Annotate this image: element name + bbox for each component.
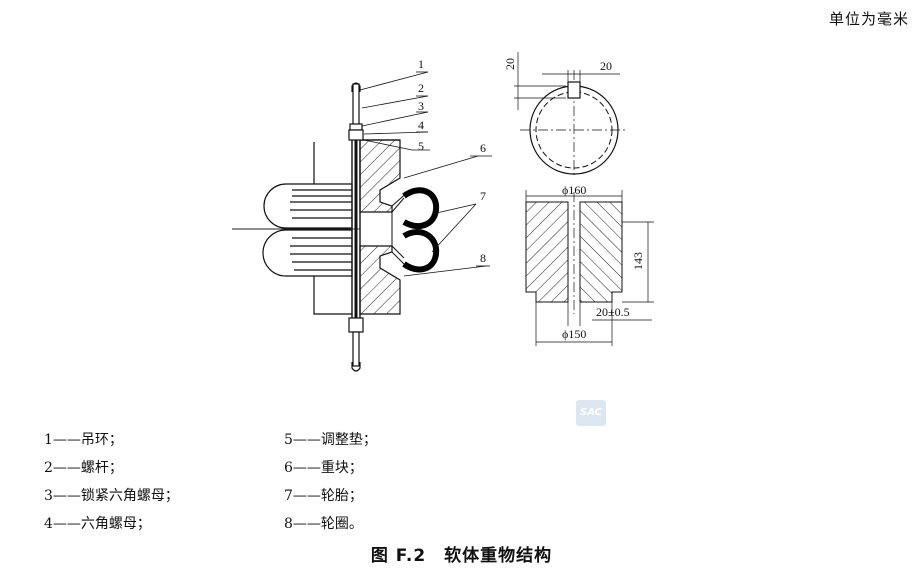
figure-caption: 图 F.2 软体重物结构	[370, 546, 553, 566]
legend-item: 1——吊环；	[44, 432, 123, 448]
legend-item: 5——调整垫；	[284, 432, 377, 448]
plan-view	[514, 52, 628, 178]
dim-step: 20±0.5	[596, 305, 630, 319]
dim-slot-width: 20	[600, 59, 612, 73]
callout-3: 3	[418, 99, 424, 113]
legend-item: 8——轮圈。	[284, 516, 363, 532]
legend-item: 7——轮胎；	[284, 488, 363, 504]
legend-item: 6——重块；	[284, 460, 363, 476]
callout-1: 1	[418, 57, 424, 71]
dim-bottom-diameter: ϕ150	[562, 327, 586, 341]
rod	[348, 82, 364, 372]
dim-top-diameter: ϕ160	[562, 183, 586, 197]
legend-item: 3——锁紧六角螺母；	[44, 488, 179, 504]
callout-2: 2	[418, 81, 424, 95]
legend-item: 2——螺杆；	[44, 460, 123, 476]
callout-6: 6	[480, 141, 486, 155]
section-view	[525, 190, 654, 346]
legend-item: 4——六角螺母；	[44, 516, 151, 532]
weight-block-left	[313, 142, 352, 315]
callout-4: 4	[418, 118, 424, 132]
callout-7: 7	[480, 189, 486, 203]
callout-8: 8	[480, 251, 486, 265]
dim-height: 143	[631, 252, 645, 270]
callout-leaders	[359, 71, 492, 277]
dim-slot-height: 20	[503, 58, 517, 70]
legend-column-right: 5——调整垫； 6——重块； 7——轮胎； 8——轮圈。	[284, 426, 377, 538]
assembly-view	[232, 82, 440, 372]
unit-note: 单位为毫米	[828, 10, 909, 28]
tire-outline-left	[262, 183, 353, 277]
callout-5: 5	[418, 139, 424, 153]
legend-column-left: 1——吊环； 2——螺杆； 3——锁紧六角螺母； 4——六角螺母；	[44, 426, 179, 538]
callout-numbers: 1 2 3 4 5 6 7 8	[418, 57, 486, 265]
sac-watermark-logo: SAC	[576, 400, 606, 426]
tire-right	[402, 187, 440, 273]
weight-block-right	[359, 139, 401, 213]
